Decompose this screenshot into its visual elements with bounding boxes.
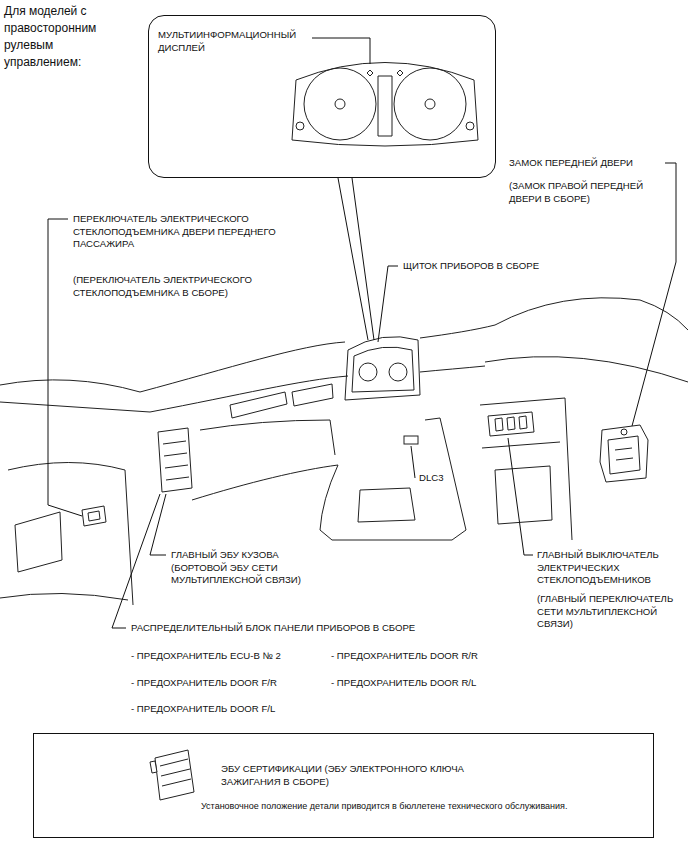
left-door-panel xyxy=(8,463,133,606)
part-name: ГЛАВНЫЙ ВЫКЛЮЧАТЕЛЬ ЭЛЕКТРИЧЕСКИХ СТЕКЛО… xyxy=(536,549,686,587)
node-note: Установочное положение детали приводится… xyxy=(200,800,632,813)
fuse-name: - ПРЕДОХРАНИТЕЛЬ ECU-B № 2 xyxy=(130,650,282,663)
dlc3-connector xyxy=(404,436,418,444)
master-switch-buttons xyxy=(495,416,527,431)
knob xyxy=(296,122,304,130)
leader-line xyxy=(508,438,533,555)
leader-line xyxy=(411,446,415,478)
instrument-cluster xyxy=(352,347,414,392)
left-door-sill xyxy=(0,380,140,392)
gauge xyxy=(394,68,466,140)
left-door-pocket xyxy=(15,512,62,572)
part-name: ПЕРЕКЛЮЧАТЕЛЬ ЭЛЕКТРИЧЕСКОГО СТЕКЛОПОДЪЕ… xyxy=(72,213,284,251)
dash-panel xyxy=(200,420,335,455)
fuse-name: - ПРЕДОХРАНИТЕЛЬ DOOR R/L xyxy=(330,677,477,690)
body-ecu xyxy=(158,428,192,492)
cluster-gauge xyxy=(389,363,407,381)
console-side xyxy=(425,418,448,452)
leader-line xyxy=(48,219,82,516)
ecu-detail xyxy=(160,759,191,786)
gauge xyxy=(304,68,376,140)
dash-top xyxy=(140,342,345,392)
part-name: ГЛАВНЫЙ ЭБУ КУЗОВА (БОРТОВОЙ ЭБУ СЕТИ МУ… xyxy=(170,549,322,587)
interior-sketch xyxy=(0,298,688,605)
inset-cluster xyxy=(292,63,478,147)
part-name: ЗАМОК ПЕРЕДНЕЙ ДВЕРИ xyxy=(508,157,634,170)
gauge-hub xyxy=(425,99,435,109)
gauge-hub xyxy=(335,99,345,109)
inset-box: МУЛЬТИИНФОРМАЦИОННЫЙ ДИСПЛЕЙ xyxy=(148,15,496,178)
leader-line xyxy=(312,38,370,64)
part-name: РАСПРЕДЕЛИТЕЛЬНЫЙ БЛОК ПАНЕЛИ ПРИБОРОВ В… xyxy=(130,622,416,635)
left-door-bottom xyxy=(0,593,128,600)
right-door-armrest xyxy=(482,442,560,448)
ecu-connector xyxy=(150,761,157,773)
fuse-name: - ПРЕДОХРАНИТЕЛЬ DOOR F/L xyxy=(130,703,276,716)
dash-face xyxy=(192,465,338,500)
air-vent xyxy=(230,392,287,418)
part-name-alt: (ПЕРЕКЛЮЧАТЕЛЬ ЭЛЕКТРИЧЕСКОГО СТЕКЛОПОДЪ… xyxy=(72,274,284,299)
dash-line xyxy=(420,366,485,372)
leader-lines xyxy=(48,38,676,628)
master-switch xyxy=(488,412,534,436)
left-door-line xyxy=(0,402,150,412)
dash-line xyxy=(150,376,348,412)
cluster-gauge xyxy=(359,363,377,381)
door-lock-detail xyxy=(608,436,640,474)
smart-key-ecu-icon xyxy=(150,750,194,800)
center-console xyxy=(320,452,466,540)
multi-display xyxy=(378,76,392,136)
leader-line xyxy=(150,494,166,555)
connector-name: DLC3 xyxy=(418,472,445,485)
passenger-window-switch xyxy=(82,506,106,526)
ecu-body xyxy=(155,750,194,800)
knob xyxy=(466,122,474,130)
page-title: Для моделей с правосторонним рулевым упр… xyxy=(4,3,116,71)
air-vent xyxy=(292,384,333,406)
door-lock xyxy=(600,425,648,482)
cluster-hood xyxy=(292,63,478,147)
inset-callout xyxy=(338,178,374,340)
fuse-name: - ПРЕДОХРАНИТЕЛЬ DOOR R/R xyxy=(330,650,479,663)
passenger-window-switch xyxy=(88,511,100,521)
leader-line xyxy=(112,494,160,628)
shifter-panel xyxy=(358,488,415,522)
instrument-cluster xyxy=(345,337,420,400)
door-lock-detail xyxy=(621,429,627,435)
leader-line xyxy=(378,266,398,342)
dash-top xyxy=(420,325,495,338)
body-ecu-detail xyxy=(163,441,189,480)
note-box: ЭБУ СЕРТИФИКАЦИИ (ЭБУ ЭЛЕКТРОННОГО КЛЮЧА… xyxy=(33,733,654,838)
part-name-alt: (ЗАМОК ПРАВОЙ ПЕРЕДНЕЙ ДВЕРИ В СБОРЕ) xyxy=(508,180,670,205)
indicator xyxy=(367,70,403,76)
node-label: МУЛЬТИИНФОРМАЦИОННЫЙ ДИСПЛЕЙ xyxy=(157,29,309,54)
node-label: ЭБУ СЕРТИФИКАЦИИ (ЭБУ ЭЛЕКТРОННОГО КЛЮЧА… xyxy=(220,763,522,788)
fuse-name: - ПРЕДОХРАНИТЕЛЬ DOOR F/R xyxy=(130,677,278,690)
right-door-panel xyxy=(480,398,572,540)
part-name-alt: (ГЛАВНЫЙ ПЕРЕКЛЮЧАТЕЛЬ СЕТИ МУЛЬТИПЛЕКСН… xyxy=(536,593,686,631)
right-door-pocket xyxy=(495,466,552,524)
right-door-sill xyxy=(485,357,688,382)
part-name: ЩИТОК ПРИБОРОВ В СБОРЕ xyxy=(402,260,540,273)
